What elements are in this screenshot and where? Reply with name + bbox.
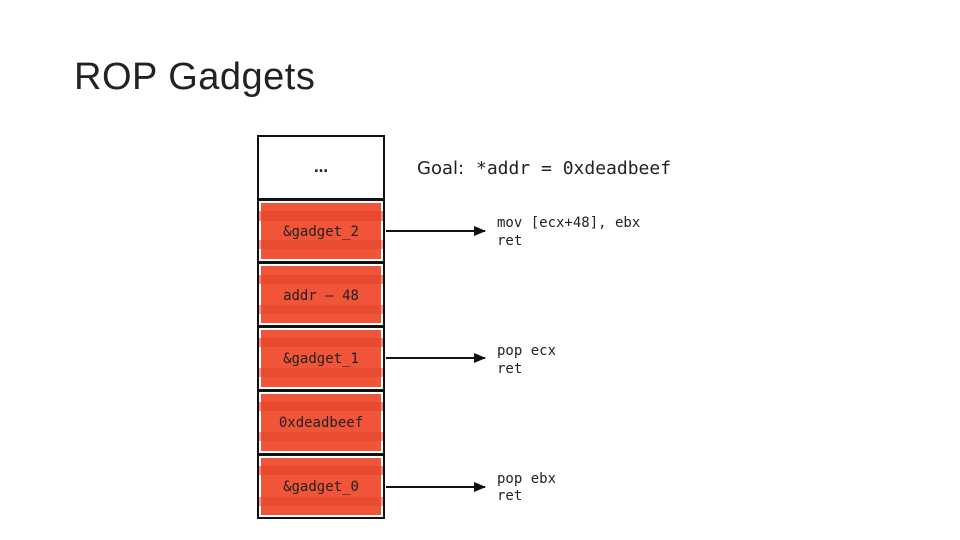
highlight-mark (259, 275, 383, 284)
stack-cell-4: &gadget_0 (257, 454, 385, 519)
stack-cell-3: 0xdeadbeef (257, 390, 385, 455)
stack-top-cell-label: … (314, 160, 328, 176)
stack-top-cell: … (257, 135, 385, 200)
gadget-line: pop ebx (497, 471, 556, 487)
gadget-line: mov [ecx+48], ebx (497, 215, 640, 231)
goal-label: Goal: (417, 158, 464, 179)
stack-cell-label: &gadget_0 (283, 479, 359, 495)
stack-cell-0: &gadget_2 (257, 199, 385, 263)
highlight-mark (259, 240, 383, 249)
gadget-code-2: mov [ecx+48], ebx ret (497, 215, 640, 249)
goal-expression: *addr = 0xdeadbeef (476, 158, 671, 179)
gadget-line: ret (497, 361, 522, 377)
highlight-mark (259, 305, 383, 314)
stack-cell-2: &gadget_1 (257, 326, 385, 391)
goal: Goal: *addr = 0xdeadbeef (417, 158, 671, 179)
gadget-line: pop ecx (497, 343, 556, 359)
gadget-line: ret (497, 488, 522, 504)
stack-cell-label: &gadget_2 (283, 224, 359, 240)
highlight-mark (259, 368, 383, 377)
gadget-code-0: pop ebx ret (497, 471, 556, 504)
highlight-mark (259, 211, 383, 221)
highlight-mark (259, 402, 383, 411)
slide-title: ROP Gadgets (74, 56, 316, 98)
gadget-code-1: pop ecx ret (497, 343, 556, 377)
highlight-mark (259, 432, 383, 441)
highlight-mark (259, 338, 383, 347)
highlight-mark (259, 466, 383, 475)
stack-cell-label: addr – 48 (283, 288, 359, 304)
stack-cell-label: &gadget_1 (283, 351, 359, 367)
stack-cell-label: 0xdeadbeef (279, 415, 363, 431)
highlight-mark (259, 497, 383, 506)
gadget-line: ret (497, 233, 522, 249)
stack-cell-1: addr – 48 (257, 262, 385, 327)
